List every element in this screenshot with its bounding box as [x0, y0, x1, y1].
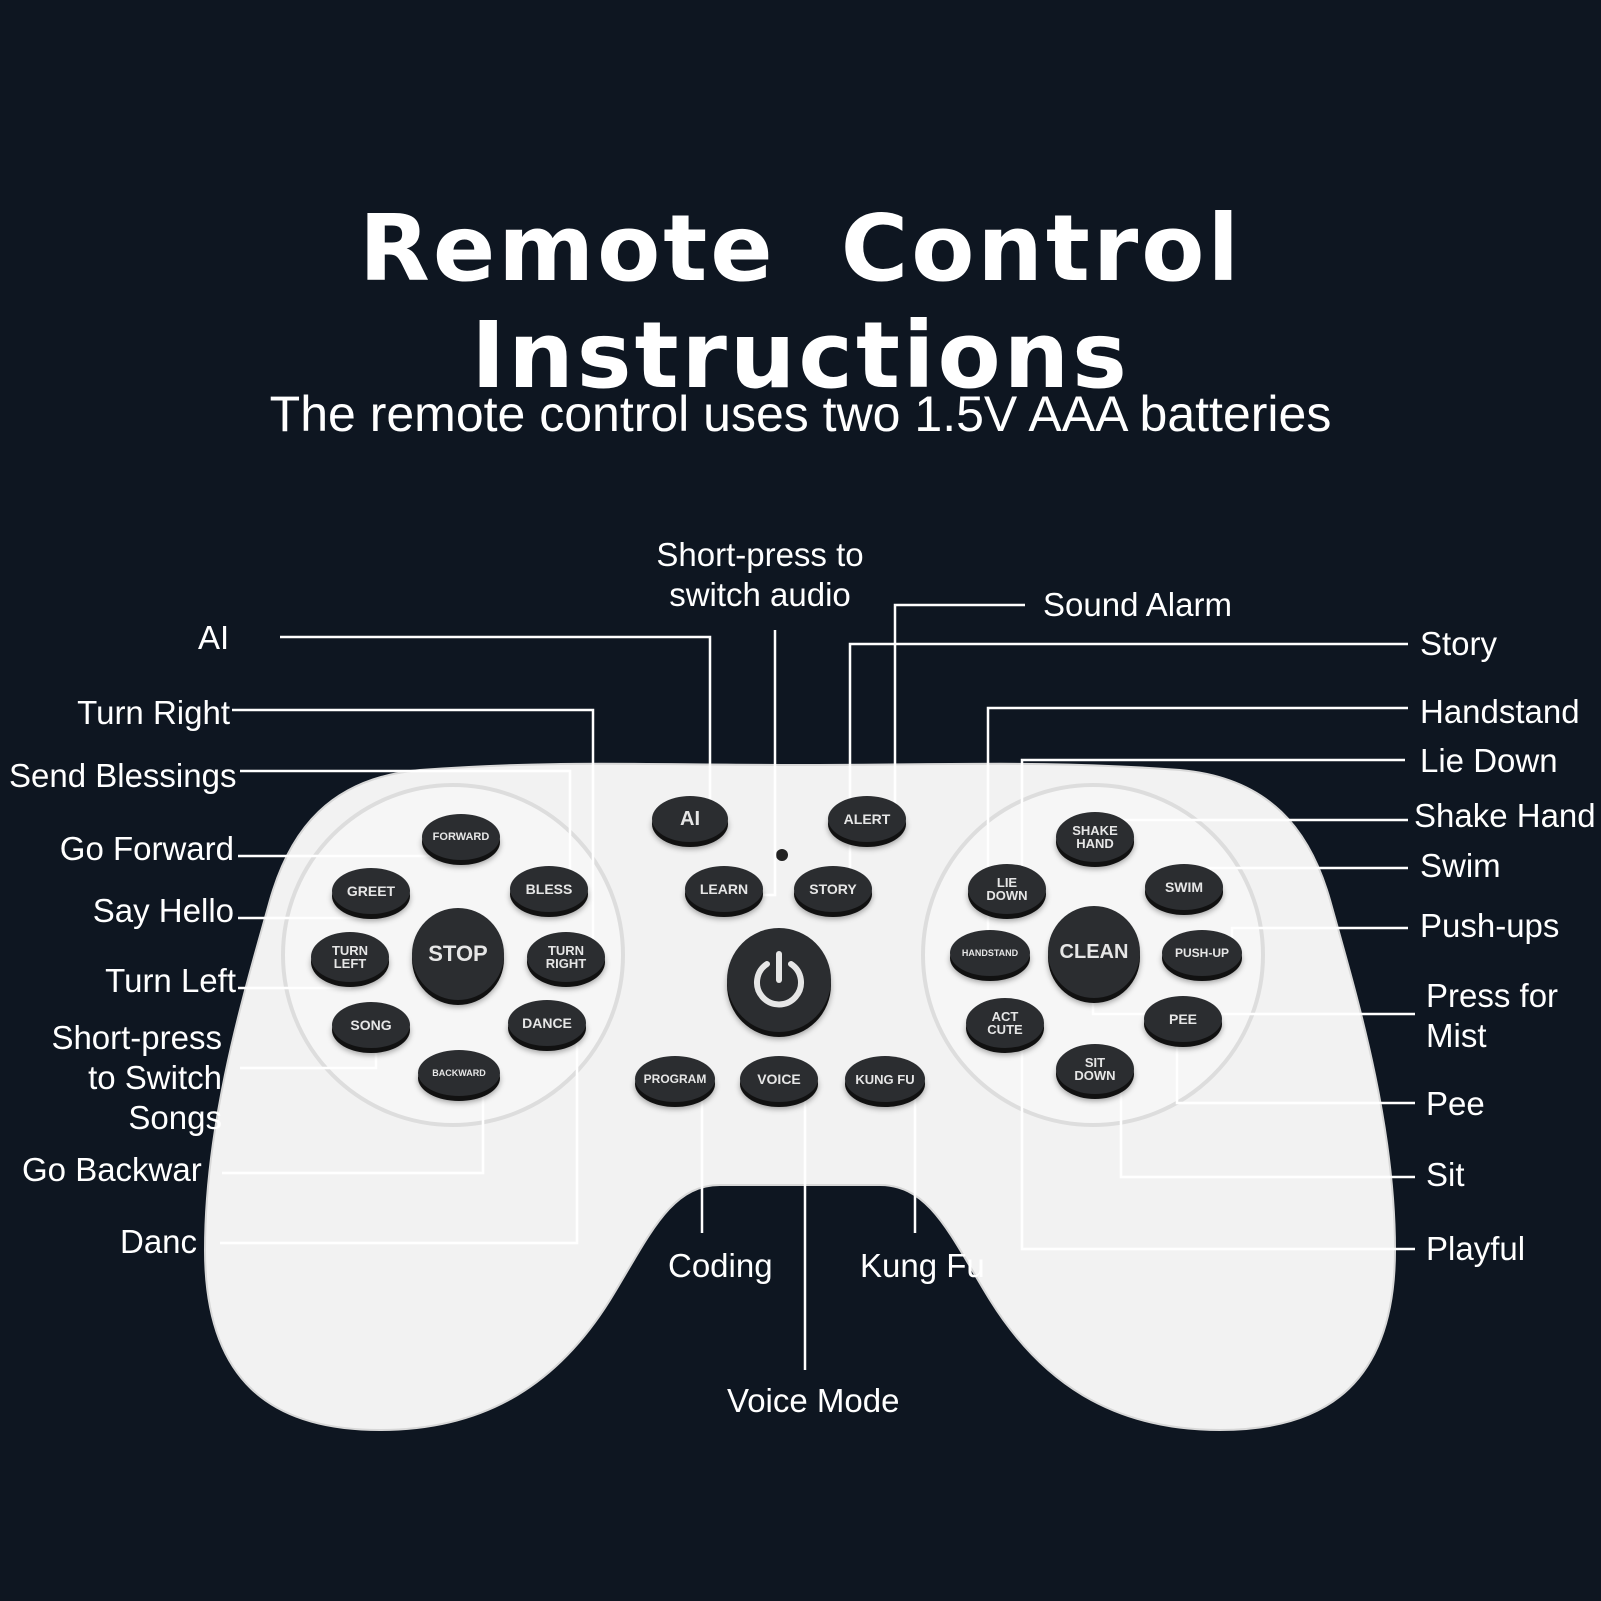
- pee-button[interactable]: PEE: [1144, 996, 1222, 1042]
- act-cute-button[interactable]: ACT CUTE: [966, 998, 1044, 1048]
- turn-left-button[interactable]: TURN LEFT: [311, 932, 389, 982]
- sit-down-button[interactable]: SIT DOWN: [1056, 1044, 1134, 1094]
- leader-dance: [220, 1030, 579, 1245]
- label-go-backward: Go Backwar: [22, 1151, 202, 1188]
- label-mist-line2: Mist: [1426, 1017, 1487, 1054]
- power-button[interactable]: [727, 928, 831, 1032]
- label-kung-fu: Kung Fu: [860, 1247, 985, 1284]
- label-songs-line2: to Switch: [88, 1059, 222, 1096]
- song-button[interactable]: SONG: [332, 1002, 410, 1048]
- label-pee: Pee: [1426, 1085, 1485, 1122]
- label-songs-line3: Songs: [128, 1099, 222, 1136]
- label-turn-left: Turn Left: [105, 962, 236, 999]
- label-swim: Swim: [1420, 847, 1501, 884]
- shake-hand-button[interactable]: SHAKE HAND: [1056, 812, 1134, 862]
- leader-turn-right: [232, 708, 595, 960]
- forward-button[interactable]: FORWARD: [422, 814, 500, 860]
- mic-hole: [776, 849, 788, 861]
- leader-alert: [893, 603, 1025, 818]
- label-say-hello: Say Hello: [92, 892, 234, 929]
- label-playful: Playful: [1426, 1230, 1526, 1267]
- label-mist-line1: Press for: [1426, 977, 1559, 1014]
- page-subtitle: The remote control uses two 1.5V AAA bat…: [269, 386, 1332, 442]
- leader-playful: [1020, 1040, 1415, 1251]
- label-shake-hand: Shake Hand: [1414, 797, 1596, 834]
- label-audio-line1: Short-press to: [656, 536, 864, 573]
- label-turn-right: Turn Right: [77, 694, 230, 731]
- label-coding: Coding: [668, 1247, 773, 1284]
- handstand-button[interactable]: HANDSTAND: [950, 930, 1030, 976]
- label-story: Story: [1420, 625, 1498, 662]
- voice-button[interactable]: VOICE: [740, 1056, 818, 1102]
- label-sound-alarm: Sound Alarm: [1043, 586, 1232, 623]
- dance-button[interactable]: DANCE: [508, 1000, 586, 1046]
- swim-button[interactable]: SWIM: [1145, 864, 1223, 910]
- turn-right-button[interactable]: TURN RIGHT: [527, 932, 605, 982]
- label-voice-mode: Voice Mode: [727, 1382, 900, 1419]
- lie-down-button[interactable]: LIE DOWN: [968, 864, 1046, 914]
- kung-fu-button[interactable]: KUNG FU: [845, 1056, 925, 1102]
- greet-button[interactable]: GREET: [332, 868, 410, 914]
- ai-button[interactable]: AI: [652, 796, 728, 842]
- power-icon: [754, 951, 804, 1008]
- label-lie-down: Lie Down: [1420, 742, 1558, 779]
- learn-button[interactable]: LEARN: [685, 866, 763, 912]
- leader-lie-down: [1020, 758, 1405, 893]
- bless-button[interactable]: BLESS: [510, 866, 588, 912]
- push-up-button[interactable]: PUSH-UP: [1162, 930, 1242, 976]
- alert-button[interactable]: ALERT: [828, 796, 906, 842]
- label-handstand: Handstand: [1420, 693, 1580, 730]
- leader-bless: [240, 769, 572, 905]
- leader-ai: [280, 635, 712, 800]
- label-go-forward: Go Forward: [59, 830, 234, 867]
- label-ai: AI: [198, 619, 230, 656]
- label-dance: Danc: [120, 1223, 198, 1260]
- leader-pee: [1175, 1030, 1415, 1105]
- stop-button[interactable]: STOP: [412, 908, 504, 1000]
- leader-backward: [222, 1090, 485, 1175]
- label-send-blessings: Send Blessings: [9, 757, 237, 794]
- label-songs-line1: Short-press: [51, 1019, 222, 1056]
- label-sit: Sit: [1426, 1156, 1465, 1193]
- leader-sit: [1119, 1085, 1415, 1179]
- clean-button[interactable]: CLEAN: [1048, 906, 1140, 998]
- page-title: Remote Control Instructions: [358, 195, 1243, 409]
- program-button[interactable]: PROGRAM: [635, 1056, 715, 1102]
- backward-button[interactable]: BACKWARD: [418, 1050, 500, 1096]
- label-push-ups: Push-ups: [1420, 907, 1560, 944]
- story-button[interactable]: STORY: [794, 866, 872, 912]
- label-audio-line2: switch audio: [669, 576, 851, 613]
